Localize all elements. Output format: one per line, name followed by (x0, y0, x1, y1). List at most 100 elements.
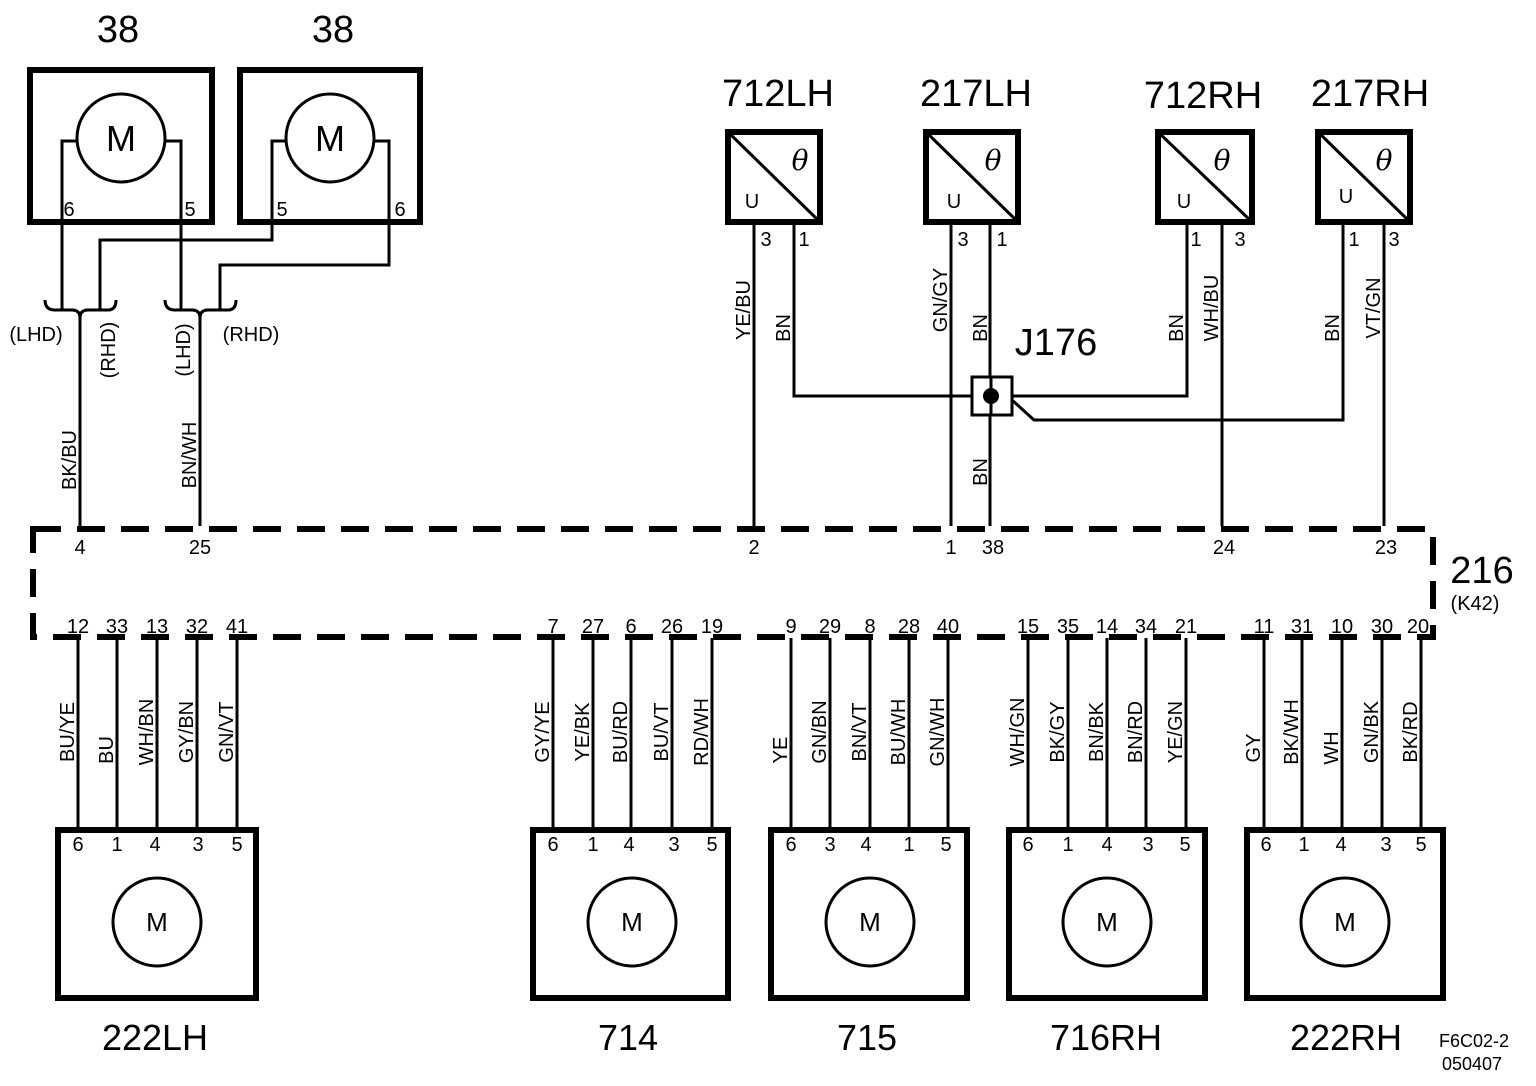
motor-label: 716RH (1050, 1017, 1162, 1058)
svg-text:3: 3 (760, 229, 771, 251)
svg-text:GN/GY: GN/GY (930, 268, 952, 332)
svg-text:GY/BN: GY/BN (176, 701, 198, 763)
svg-text:YE/GN: YE/GN (1165, 701, 1187, 763)
module-bottom-pins: 12 33 13 32 41 7 27 6 26 19 9 29 8 28 40… (67, 616, 1429, 638)
svg-text:23: 23 (1375, 537, 1397, 559)
svg-text:6: 6 (1022, 834, 1033, 856)
svg-text:29: 29 (819, 616, 841, 638)
svg-text:9: 9 (785, 616, 796, 638)
svg-text:6: 6 (72, 834, 83, 856)
svg-text:GN/VT: GN/VT (216, 701, 238, 762)
motor-label: 714 (598, 1017, 658, 1058)
svg-text:M: M (146, 907, 168, 937)
svg-text:4: 4 (149, 834, 160, 856)
svg-text:7: 7 (547, 616, 558, 638)
module-216: 216 (K42) 4 25 2 1 38 24 23 12 33 13 32 … (30, 526, 1514, 640)
sensor-712lh: 712LH θ U 3 1 (722, 73, 834, 251)
svg-text:5: 5 (184, 199, 195, 221)
sensor-label: 712LH (722, 73, 834, 115)
motor-714: GY/YE YE/BK BU/RD BU/VT RD/WH 6 1 4 3 5 … (530, 638, 731, 1058)
motor-symbol (111, 876, 203, 968)
svg-text:13: 13 (146, 616, 168, 638)
sensor-label: 712RH (1144, 75, 1262, 117)
svg-text:40: 40 (937, 616, 959, 638)
motor-716rh: WH/GN BK/GY BN/BK BN/RD YE/GN 6 1 4 3 5 … (1006, 638, 1208, 1058)
sensor-label: 217LH (920, 73, 1032, 115)
svg-text:1: 1 (798, 229, 809, 251)
svg-text:YE/BU: YE/BU (733, 280, 755, 340)
svg-text:32: 32 (186, 616, 208, 638)
svg-text:BN/RD: BN/RD (1125, 701, 1147, 763)
svg-text:6: 6 (547, 834, 558, 856)
svg-text:BU/RD: BU/RD (610, 701, 632, 763)
svg-text:3: 3 (824, 834, 835, 856)
svg-text:BK/GY: BK/GY (1047, 701, 1069, 762)
svg-text:BK/RD: BK/RD (1400, 701, 1422, 762)
svg-text:3: 3 (1388, 229, 1399, 251)
junction-label: J176 (1015, 322, 1097, 364)
svg-text:GN/BN: GN/BN (809, 700, 831, 763)
module-top-pins: 4 25 2 1 38 24 23 (74, 537, 1397, 559)
motor-symbol (1061, 876, 1153, 968)
motor-222lh: BU/YE BU WH/BN GY/BN GN/VT 6 1 4 3 5 M 2… (55, 638, 259, 1058)
svg-text:M: M (1096, 907, 1118, 937)
motor-symbol (284, 92, 376, 184)
svg-text:YE/BK: YE/BK (572, 702, 594, 762)
svg-text:θ: θ (1214, 144, 1231, 177)
svg-text:26: 26 (661, 616, 683, 638)
svg-text:1: 1 (945, 537, 956, 559)
motor-222rh: GY BK/WH WH GN/BK BK/RD 6 1 4 3 5 M 222R… (1243, 638, 1446, 1058)
svg-text:5: 5 (231, 834, 242, 856)
sensor-217lh: 217LH θ U 3 1 (920, 73, 1032, 251)
svg-text:11: 11 (1254, 616, 1275, 638)
svg-text:20: 20 (1407, 616, 1429, 638)
motor-38-left: 38 M 6 5 (27, 9, 215, 310)
svg-text:1: 1 (1190, 229, 1201, 251)
svg-text:4: 4 (1101, 834, 1112, 856)
motor-label: 222RH (1290, 1017, 1402, 1058)
svg-text:4: 4 (1335, 834, 1346, 856)
svg-text:34: 34 (1135, 616, 1157, 638)
sensor-label: 217RH (1311, 73, 1429, 115)
svg-text:BN: BN (1166, 314, 1188, 342)
svg-text:5: 5 (940, 834, 951, 856)
svg-text:4: 4 (623, 834, 634, 856)
svg-text:6: 6 (1260, 834, 1271, 856)
svg-text:YE: YE (770, 737, 792, 764)
svg-text:BN/VT: BN/VT (849, 703, 871, 762)
svg-text:θ: θ (985, 144, 1002, 177)
svg-text:F6C02-2: F6C02-2 (1439, 1031, 1509, 1051)
reference-code: F6C02-2 050407 (1439, 1031, 1509, 1074)
svg-text:1: 1 (1298, 834, 1309, 856)
svg-text:GY: GY (1243, 734, 1265, 763)
motor-label: 222LH (102, 1017, 208, 1058)
svg-text:3: 3 (1380, 834, 1391, 856)
svg-text:4: 4 (74, 537, 85, 559)
svg-text:BN: BN (773, 314, 795, 342)
svg-text:6: 6 (63, 199, 74, 221)
svg-text:12: 12 (67, 616, 89, 638)
svg-text:M: M (106, 118, 136, 159)
svg-text:1: 1 (1062, 834, 1073, 856)
svg-text:GY/YE: GY/YE (532, 701, 554, 762)
sensor-712rh: 712RH θ U 1 3 (1144, 75, 1262, 251)
svg-text:24: 24 (1213, 537, 1235, 559)
svg-text:28: 28 (898, 616, 920, 638)
wire-label-bk-bu: BK/BU (59, 430, 81, 490)
svg-text:8: 8 (864, 616, 875, 638)
svg-text:19: 19 (701, 616, 723, 638)
svg-text:4: 4 (860, 834, 871, 856)
svg-text:10: 10 (1331, 616, 1353, 638)
motor-symbol (1299, 876, 1391, 968)
svg-text:BN: BN (1322, 314, 1344, 342)
motor-label: 715 (837, 1017, 897, 1058)
svg-text:BU: BU (96, 736, 118, 764)
svg-text:050407: 050407 (1442, 1054, 1502, 1074)
svg-text:6: 6 (394, 199, 405, 221)
svg-text:WH: WH (1321, 731, 1343, 764)
svg-text:U: U (947, 191, 961, 213)
motor-38-right: 38 M 5 6 (98, 9, 423, 310)
svg-text:3: 3 (1234, 229, 1245, 251)
rhd-label-right: (RHD) (223, 324, 280, 346)
